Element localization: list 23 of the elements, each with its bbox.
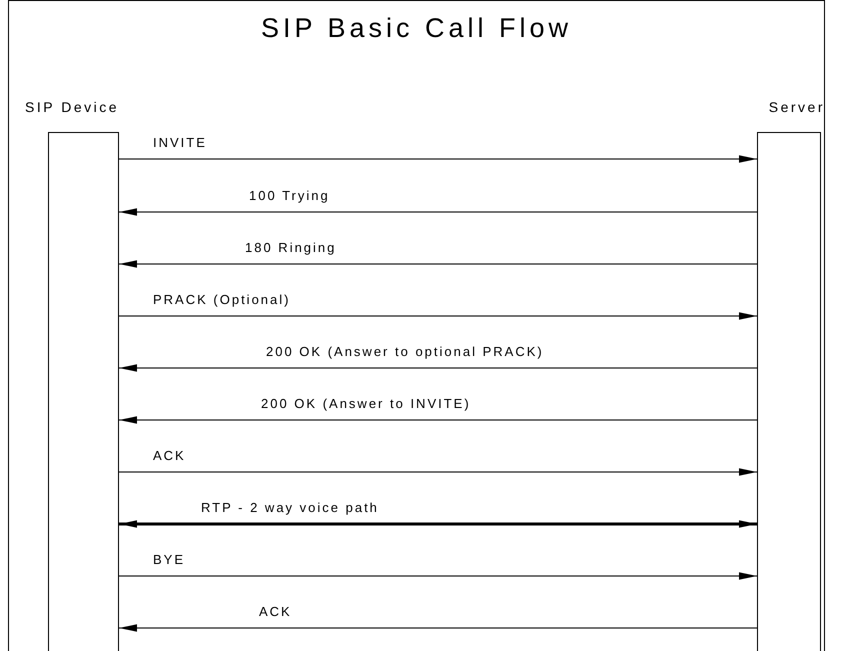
arrow bbox=[118, 572, 758, 580]
diagram-title: SIP Basic Call Flow bbox=[260, 13, 574, 44]
edge-label: ACK bbox=[259, 604, 292, 619]
arrow bbox=[118, 416, 758, 424]
edge-label: RTP - 2 way voice path bbox=[201, 500, 379, 515]
arrow bbox=[118, 260, 758, 268]
arrow bbox=[118, 624, 758, 632]
double-arrow bbox=[119, 520, 757, 528]
arrow bbox=[118, 312, 758, 320]
arrow bbox=[118, 364, 758, 372]
arrow bbox=[118, 155, 758, 163]
edge-label: BYE bbox=[153, 552, 186, 567]
edge-label: 100 Trying bbox=[249, 188, 330, 203]
arrow bbox=[118, 468, 758, 476]
arrow bbox=[118, 208, 758, 216]
edge-label: 200 OK (Answer to optional PRACK) bbox=[266, 344, 544, 359]
edge-label: ACK bbox=[153, 448, 186, 463]
edge-label: 180 Ringing bbox=[245, 240, 336, 255]
participant-name: SIP Device bbox=[25, 99, 119, 117]
participant-name: Server bbox=[768, 99, 825, 117]
edge-label: PRACK (Optional) bbox=[153, 292, 290, 307]
edge-label: INVITE bbox=[153, 135, 207, 150]
edge-label: 200 OK (Answer to INVITE) bbox=[261, 396, 471, 411]
